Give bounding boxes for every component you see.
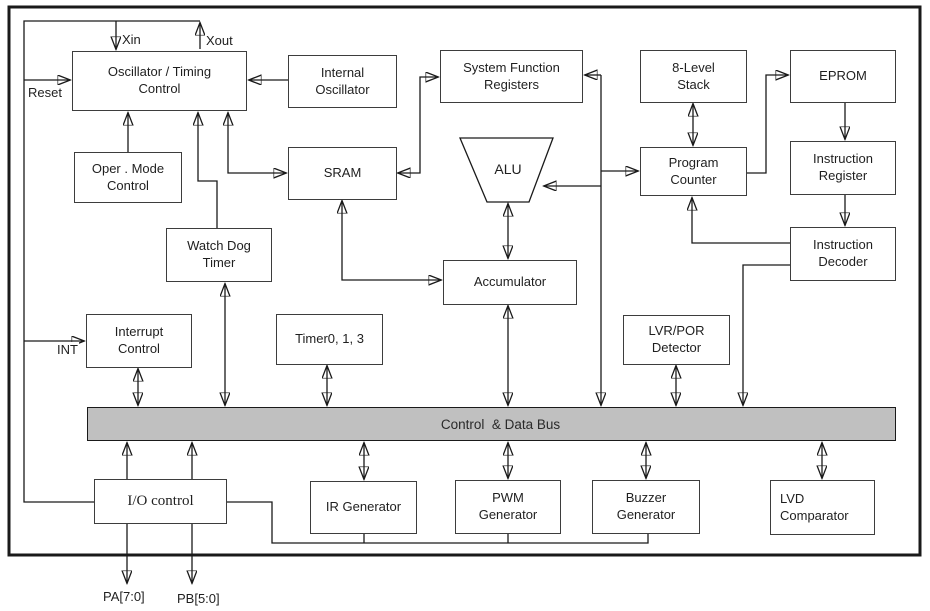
block-oper-mode-control: Oper . Mode Control [74,152,182,203]
block-program-counter: Program Counter [640,147,747,196]
control-data-bus: Control & Data Bus [87,407,896,441]
block-accumulator: Accumulator [443,260,577,305]
block-interrupt-control: Interrupt Control [86,314,192,368]
watchdog-to-osc-line [198,113,218,228]
left-rail-line [23,20,200,503]
pin-label-reset: Reset [27,85,63,100]
block-8-level-stack: 8-Level Stack [640,50,747,103]
osc-sram-link [228,113,286,173]
pin-label-pa: PA[7:0] [102,589,146,604]
alu-shape [459,137,554,203]
alu-label: ALU [494,161,522,177]
block-io-control: I/O control [94,479,227,524]
sram-sfr-link [398,77,438,173]
block-pwm-generator: PWM Generator [455,480,561,534]
block-lvd-comparator: LVD Comparator [770,480,875,535]
block-internal-oscillator: Internal Oscillator [288,55,397,108]
decoder-to-bus-line [743,264,790,405]
sram-accumulator-link [342,201,441,280]
pin-label-xout: Xout [205,33,234,48]
pin-label-pb: PB[5:0] [176,591,221,606]
block-watch-dog-timer: Watch Dog Timer [166,228,272,282]
block-system-function-registers: System Function Registers [440,50,583,103]
block-eprom: EPROM [790,50,896,103]
block-instruction-decoder: Instruction Decoder [790,227,896,281]
block-sram: SRAM [288,147,397,200]
block-timer-0-1-3: Timer0, 1, 3 [276,314,383,365]
pin-label-int: INT [56,342,79,357]
diagram-frame [7,5,922,557]
block-ir-generator: IR Generator [310,481,417,534]
pin-label-xin: Xin [121,32,142,47]
block-oscillator-timing-control: Oscillator / Timing Control [72,51,247,111]
decoder-to-pc-line [692,198,790,244]
block-lvr-por-detector: LVR/POR Detector [623,315,730,365]
block-instruction-register: Instruction Register [790,141,896,195]
io-generator-rail [227,501,649,544]
pc-to-eprom-line [747,75,788,174]
block-buzzer-generator: Buzzer Generator [592,480,700,534]
